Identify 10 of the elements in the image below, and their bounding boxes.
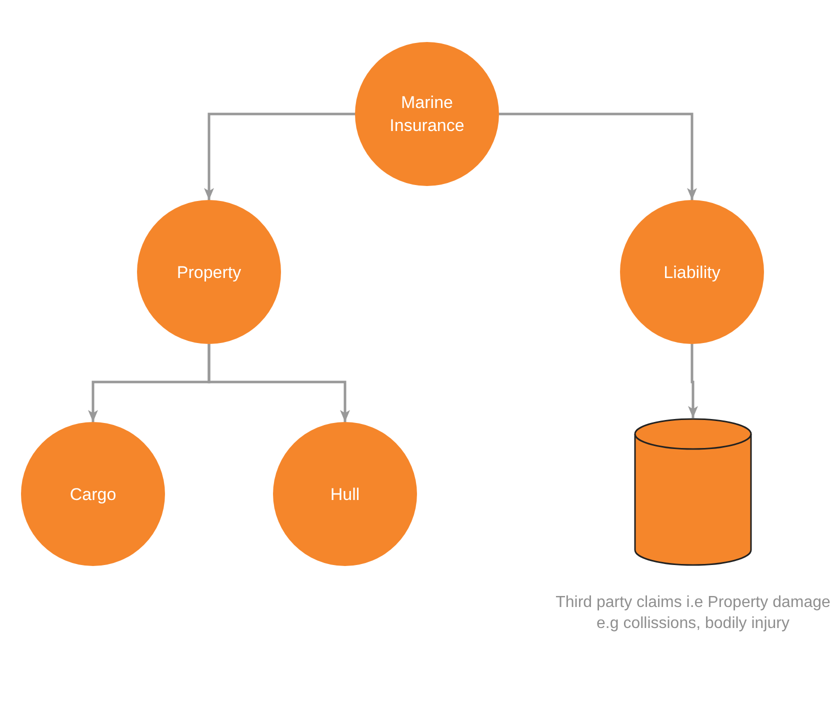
caption-text: Third party claims i.e Property damage e.g collissions, bodily injury: [554, 593, 832, 634]
node-label: Cargo: [68, 484, 118, 506]
arrow: [688, 344, 698, 418]
arrow: [208, 344, 350, 422]
arrow: [499, 112, 697, 200]
arrow: [204, 112, 355, 200]
node-label: Marine Insurance: [388, 92, 466, 137]
node-label: Liability: [662, 262, 722, 284]
node-label: Property: [176, 262, 242, 284]
node-label: Hull: [329, 484, 361, 506]
